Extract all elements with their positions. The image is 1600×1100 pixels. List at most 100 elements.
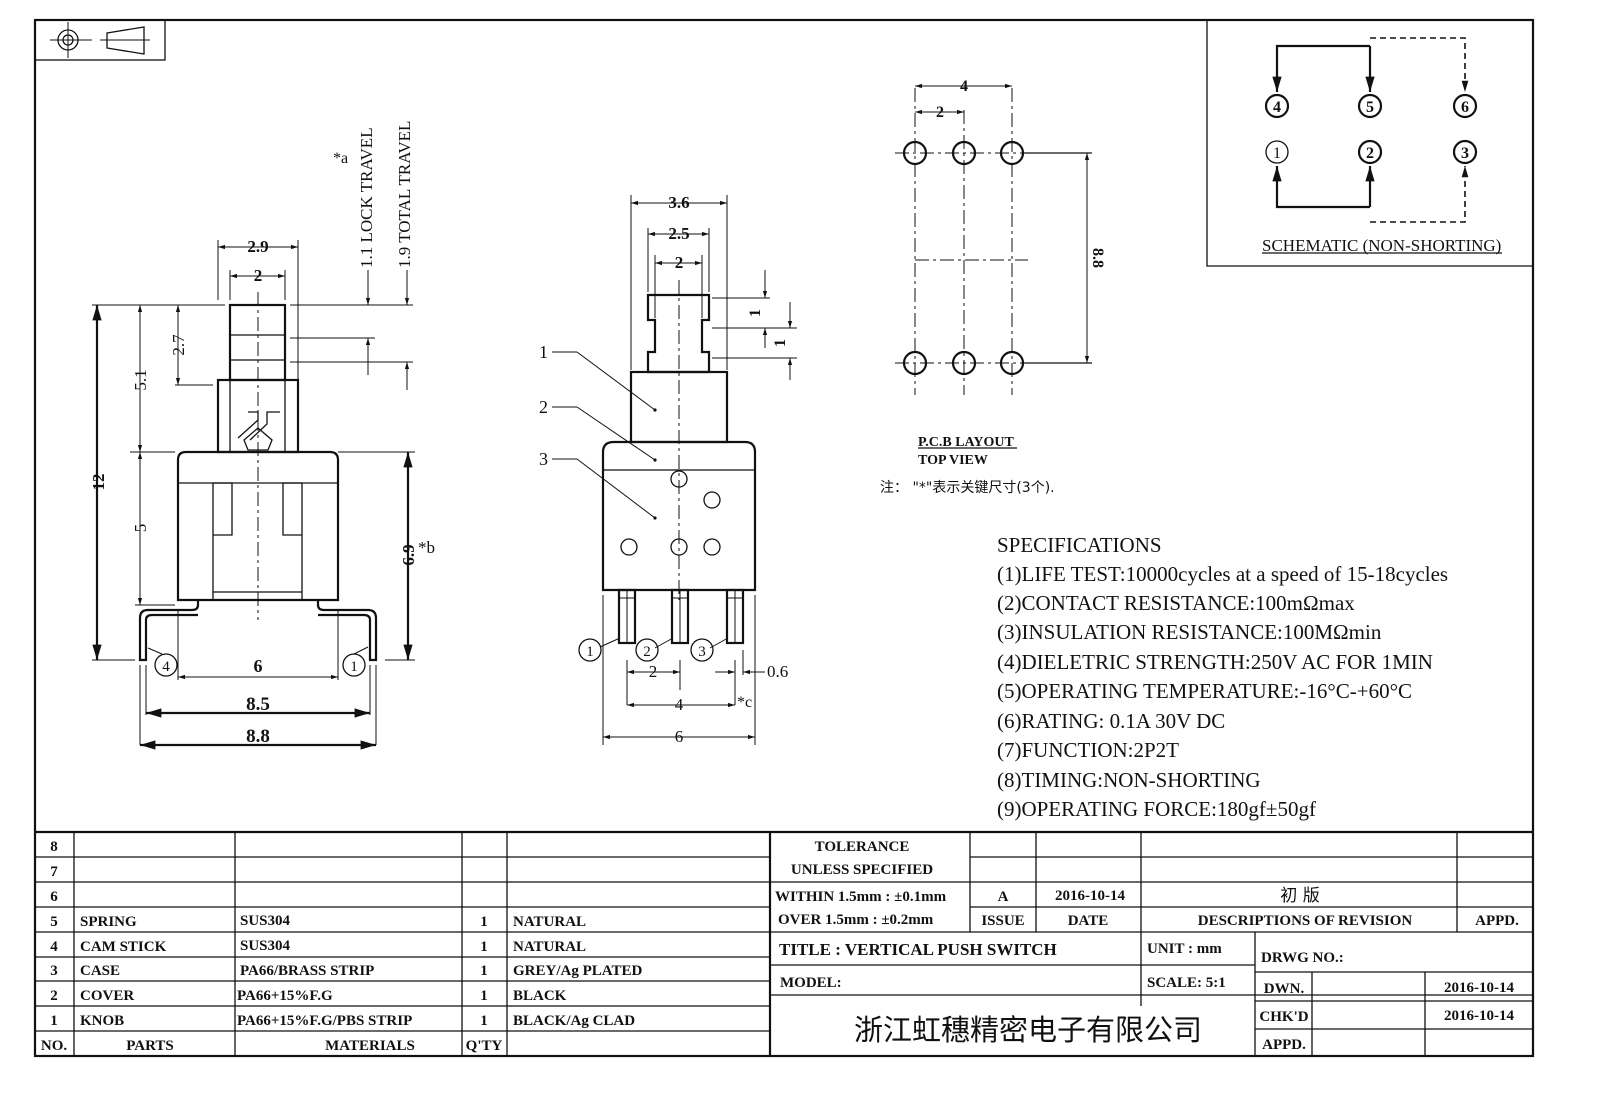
table-row: 1 KNOB PA66+15%F.G/PBS STRIP 1 BLACK/Ag … xyxy=(50,1013,635,1029)
schematic-labels: 4 5 6 1 2 3 SCHEMATIC (NON-SHORTING) xyxy=(1262,99,1501,255)
dim-2-5: 2.5 xyxy=(668,224,689,243)
drawing-number-label: DRWG NO.: xyxy=(1261,950,1344,966)
table-cell: 1 xyxy=(50,1013,58,1029)
tolerance-within: WITHIN 1.5mm : ±0.1mm xyxy=(775,889,947,905)
dim-2: 2 xyxy=(254,266,263,285)
dim-8-5: 8.5 xyxy=(246,694,270,715)
callout-2: 2 xyxy=(539,397,548,417)
pcb-layout-labels: 4 2 8.8 P.C.B LAYOUT TOP VIEW 注： "*"表示关键… xyxy=(880,78,1106,496)
callout-1: 1 xyxy=(539,342,548,362)
header-materials: MATERIALS xyxy=(325,1038,415,1054)
tolerance-heading: TOLERANCE xyxy=(815,839,910,855)
pcb-dim-8-8: 8.8 xyxy=(1089,248,1106,268)
dim-8-8: 8.8 xyxy=(246,726,270,747)
pcb-layout-title: P.C.B LAYOUT xyxy=(918,435,1014,450)
title-block xyxy=(770,832,1533,1056)
table-cell: 3 xyxy=(50,963,58,979)
side-pin-4-marker xyxy=(154,653,178,677)
dim-0-6: 0.6 xyxy=(767,662,788,681)
spec-item: (3)INSULATION RESISTANCE:100MΩmin xyxy=(997,620,1382,644)
pcb-dim-4: 4 xyxy=(960,78,968,95)
table-cell: 2 xyxy=(50,988,58,1004)
revision-date: 2016-10-14 xyxy=(1055,888,1125,904)
table-cell: NATURAL xyxy=(513,914,586,930)
drawn-date: 2016-10-14 xyxy=(1444,980,1514,996)
table-cell: 5 xyxy=(50,914,58,930)
side-pin-4-label: 4 xyxy=(162,659,170,675)
dim-5-1: 5.1 xyxy=(131,369,150,390)
front-pin-1-marker xyxy=(578,638,602,662)
descriptions-label: DESCRIPTIONS OF REVISION xyxy=(1198,913,1413,929)
issue-value: A xyxy=(998,889,1009,905)
table-row: 3 CASE PA66/BRASS STRIP 1 GREY/Ag PLATED xyxy=(50,963,642,979)
dim-6: 6 xyxy=(254,656,263,676)
appd-label: APPD. xyxy=(1475,913,1519,929)
schematic-pin-2: 2 xyxy=(1366,145,1374,162)
table-cell: CASE xyxy=(80,963,120,979)
specifications: SPECIFICATIONS (1)LIFE TEST:10000cycles … xyxy=(997,533,1448,821)
lock-travel-label: 1.1 LOCK TRAVEL xyxy=(357,127,376,268)
table-cell: 1 xyxy=(480,914,488,930)
table-cell: COVER xyxy=(80,988,134,1004)
header-no: NO. xyxy=(41,1038,68,1054)
checked-label: CHK'D xyxy=(1259,1009,1308,1025)
dim-1a: 1 xyxy=(747,309,764,317)
table-row: 7 xyxy=(50,864,58,880)
tolerance-subheading: UNLESS SPECIFIED xyxy=(791,862,933,878)
front-pin-3-label: 3 xyxy=(698,644,706,660)
pcb-dim-2: 2 xyxy=(936,104,944,121)
header-qty: Q'TY xyxy=(466,1038,503,1054)
dim-6-9: 6.9 xyxy=(399,544,418,565)
front-view-labels: 3.6 2.5 2 1 1 1 2 3 1 2 3 2 0.6 4 *c 6 xyxy=(539,193,789,746)
spec-heading: SPECIFICATIONS xyxy=(997,533,1162,557)
note-a: *a xyxy=(333,150,348,167)
table-cell: KNOB xyxy=(80,1013,124,1029)
dim-1b: 1 xyxy=(772,339,789,347)
dim-2-7: 2.7 xyxy=(169,334,188,356)
approved-label: APPD. xyxy=(1262,1037,1306,1053)
table-row: 6 xyxy=(50,889,58,905)
table-header: NO. PARTS MATERIALS Q'TY xyxy=(41,1038,503,1054)
schematic-caption: SCHEMATIC (NON-SHORTING) xyxy=(1262,236,1501,255)
table-cell: NATURAL xyxy=(513,939,586,955)
table-row: 2 COVER PA66+15%F.G 1 BLACK xyxy=(50,988,566,1004)
table-cell: 1 xyxy=(480,939,488,955)
bom-table xyxy=(35,830,1533,1056)
header-parts: PARTS xyxy=(126,1038,174,1054)
revision-description: 初 版 xyxy=(1280,886,1319,906)
spec-item: (4)DIELETRIC STRENGTH:250V AC FOR 1MIN xyxy=(997,650,1433,674)
dim-front-2: 2 xyxy=(675,253,684,272)
unit-label: UNIT : mm xyxy=(1147,941,1222,957)
title-block-text: TOLERANCE UNLESS SPECIFIED WITHIN 1.5mm … xyxy=(775,839,1519,1053)
front-view-dimensions xyxy=(602,195,797,745)
spec-item: (1)LIFE TEST:10000cycles at a speed of 1… xyxy=(997,562,1448,586)
total-travel-label: 1.9 TOTAL TRAVEL xyxy=(395,121,414,268)
spec-item: (6)RATING: 0.1A 30V DC xyxy=(997,709,1225,733)
company-name: 浙江虹穗精密电子有限公司 xyxy=(854,1013,1202,1047)
table-cell: SPRING xyxy=(80,914,137,930)
table-cell: 1 xyxy=(480,963,488,979)
note-b: *b xyxy=(418,538,435,557)
model-label: MODEL: xyxy=(780,975,842,991)
side-view-dimensions xyxy=(92,240,415,750)
spec-item: (2)CONTACT RESISTANCE:100mΩmax xyxy=(997,591,1355,615)
table-cell: SUS304 xyxy=(240,938,291,954)
note-c: *c xyxy=(737,694,752,711)
table-cell: 8 xyxy=(50,839,58,855)
tolerance-over: OVER 1.5mm : ±0.2mm xyxy=(778,912,934,928)
checked-date: 2016-10-14 xyxy=(1444,1008,1514,1024)
pcb-layout-subtitle: TOP VIEW xyxy=(918,453,988,468)
dim-pitch-4: 4 xyxy=(675,695,684,714)
table-cell: BLACK xyxy=(513,988,567,1004)
schematic-pin-3: 3 xyxy=(1461,145,1469,162)
spec-item: (8)TIMING:NON-SHORTING xyxy=(997,768,1261,792)
table-row: 4 CAM STICK SUS304 1 NATURAL xyxy=(50,938,586,955)
front-pin-2-label: 2 xyxy=(643,644,651,660)
table-cell: 4 xyxy=(50,939,58,955)
dim-12: 12 xyxy=(89,474,108,491)
schematic-pin-5: 5 xyxy=(1366,99,1374,116)
dim-5: 5 xyxy=(131,524,150,533)
bom-rows: 8 7 6 5 SPRING SUS304 1 NATURAL 4 CAM ST… xyxy=(41,839,643,1054)
table-cell: 6 xyxy=(50,889,58,905)
